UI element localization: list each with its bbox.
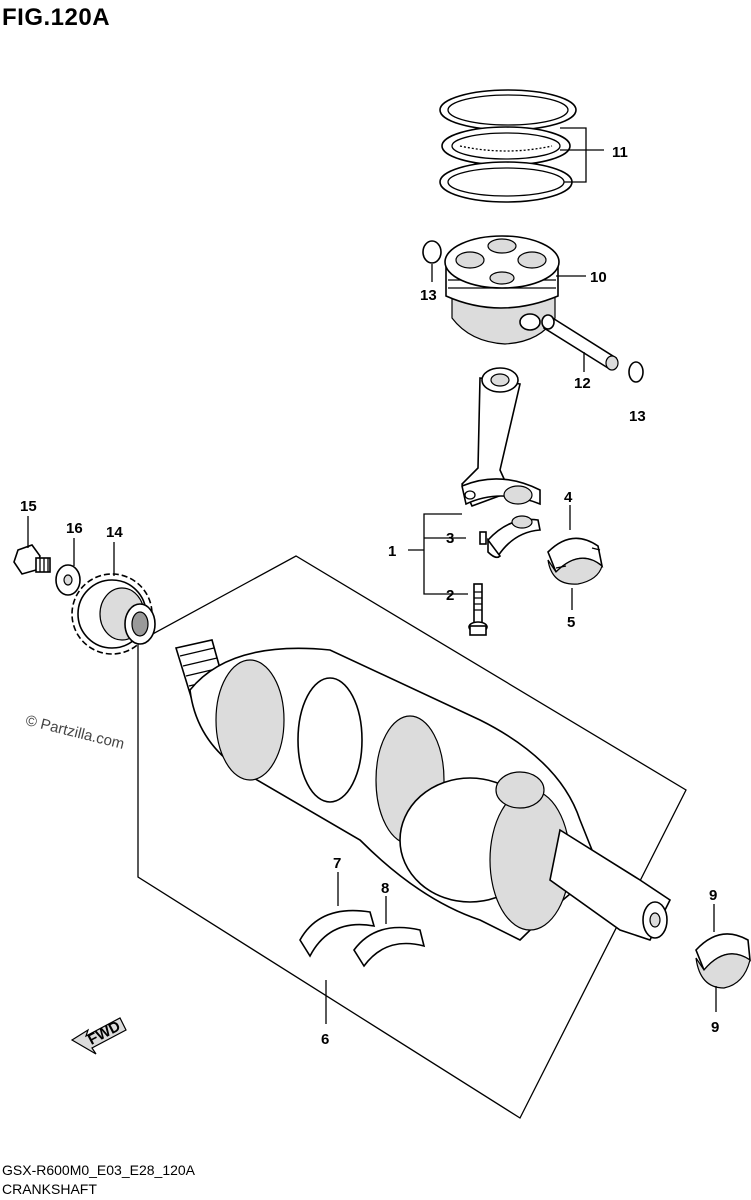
figure-name: CRANKSHAFT (2, 1181, 97, 1197)
callout-13-right: 13 (629, 408, 646, 425)
piston[interactable] (444, 235, 560, 345)
callout-2: 2 (446, 587, 454, 604)
callout-15: 15 (20, 498, 37, 515)
thrust-bearing-7[interactable] (299, 909, 376, 958)
journal-bearing[interactable] (695, 933, 751, 989)
washer[interactable] (55, 564, 81, 596)
callout-16: 16 (66, 520, 83, 537)
callout-4: 4 (564, 489, 573, 506)
callout-6: 6 (321, 1031, 329, 1048)
callout-11: 11 (612, 144, 628, 161)
circlip-right[interactable] (628, 361, 644, 383)
figure-code: GSX-R600M0_E03_E28_120A (2, 1162, 196, 1178)
rod-bolt[interactable] (468, 583, 488, 636)
figure-title: FIG.120A (2, 4, 111, 31)
callout-10: 10 (590, 269, 607, 286)
callout-5: 5 (567, 614, 575, 631)
piston-pin[interactable] (541, 314, 619, 371)
rod-pin[interactable] (479, 531, 487, 545)
callout-14: 14 (106, 524, 123, 541)
callout-12: 12 (574, 375, 591, 392)
circlip-left[interactable] (422, 240, 442, 264)
crank-pin-bearing[interactable] (547, 537, 604, 585)
callout-9-bottom: 9 (711, 1019, 719, 1036)
callout-3: 3 (446, 530, 454, 547)
leader-lines (27, 127, 717, 1024)
fwd-label: FWD (85, 1018, 123, 1049)
sprocket-bolt[interactable] (13, 544, 51, 575)
callout-1: 1 (388, 543, 396, 560)
crankshaft-group-outline (137, 555, 687, 1119)
connecting-rod[interactable] (461, 367, 541, 508)
callout-13-left: 13 (420, 287, 437, 304)
callout-8: 8 (381, 880, 389, 897)
callout-7: 7 (333, 855, 341, 872)
thrust-bearing-8[interactable] (353, 926, 426, 968)
fwd-arrow-icon: FWD (70, 1017, 127, 1055)
timing-sprocket[interactable] (71, 573, 156, 655)
piston-rings[interactable] (439, 89, 577, 203)
callout-9-top: 9 (709, 887, 717, 904)
crankshaft[interactable] (174, 639, 672, 941)
connecting-rod-cap[interactable] (486, 515, 541, 559)
